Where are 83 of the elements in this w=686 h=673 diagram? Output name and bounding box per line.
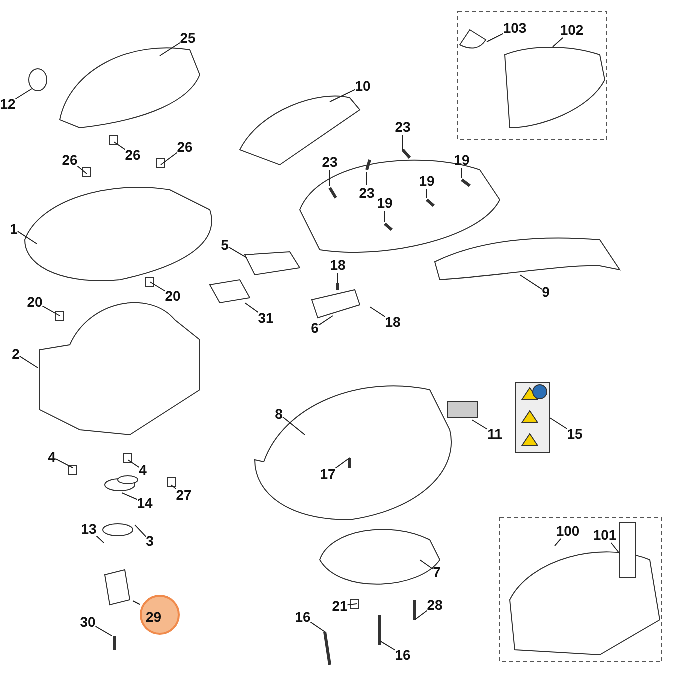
callout-number: 13 [81,521,97,537]
callout-number: 5 [221,237,229,253]
callout-number: 15 [567,426,583,442]
callout-number: 4 [48,449,56,465]
leader-line [95,626,112,636]
callout-number: 103 [503,20,527,36]
leader-line [15,88,32,100]
leader-line [114,142,126,150]
leader-line [554,538,562,546]
callout-number: 20 [27,294,43,310]
callout-number: 10 [355,78,371,94]
callout-number: 25 [180,30,196,46]
leader-line [55,458,74,468]
callout-number: 26 [62,152,78,168]
leader-line [132,600,140,606]
leader-line [420,560,434,570]
callout-number: 3 [146,533,154,549]
callout-number: 17 [320,466,336,482]
callout-number: 11 [488,426,502,442]
leader-line [384,210,386,222]
leader-line [318,316,334,326]
callout-number: 16 [295,609,311,625]
callout-number: 26 [177,139,193,155]
callout-number: 23 [322,154,338,170]
leader-line [366,172,368,186]
callout-number: 8 [275,406,283,422]
leader-line [330,89,356,102]
leader-line [335,458,350,469]
leader-line [552,38,564,48]
callout-number: 100 [556,523,580,539]
leader-line [122,492,138,500]
leader-line [310,622,326,632]
leader-line [282,416,306,436]
callout-number: 21 [332,598,348,614]
callout-number: 18 [330,257,346,273]
leader-line [402,134,404,150]
callout-number: 27 [176,487,192,503]
callout-number: 101 [593,527,617,543]
highlighted-callout-number: 29 [140,595,180,635]
leader-line [160,42,181,56]
leader-line [370,306,386,318]
callout-number: 19 [454,152,470,168]
callout-number: 6 [311,320,319,336]
leader-line [134,524,147,538]
leader-line [77,166,88,174]
callout-number: 18 [385,314,401,330]
leader-line [19,356,38,368]
leader-line [414,610,428,620]
leader-line [96,536,104,544]
callout-number: 7 [433,564,441,580]
leader-line [610,542,620,554]
callout-number: 4 [139,462,147,478]
leader-line [160,152,178,166]
callout-number: 102 [560,22,584,38]
leader-line [150,282,166,292]
callout-number: 28 [427,597,443,613]
leader-line [486,33,504,42]
callout-number: 31 [258,310,274,326]
leader-line [228,246,248,258]
callout-number: 9 [542,284,550,300]
callout-number: 26 [125,147,141,163]
callout-number: 12 [0,96,16,112]
callout-number: 1 [10,221,18,237]
callout-number: 19 [419,173,435,189]
leader-line [128,460,140,468]
callout-number: 14 [137,495,153,511]
callout-number: 16 [395,647,411,663]
leader-line [42,306,60,316]
leader-line [472,420,488,430]
leader-line [520,274,543,290]
callout-number: 19 [377,195,393,211]
callout-number: 2 [12,346,20,362]
callout-number: 30 [80,614,96,630]
leader-line [550,418,568,430]
leader-line [244,302,259,313]
callout-number: 20 [165,288,181,304]
callout-number: 23 [395,119,411,135]
leader-line [347,604,358,606]
callout-number: 23 [359,185,375,201]
leader-line [380,640,396,651]
leader-line [17,231,38,244]
leader-line [170,484,177,490]
leader-line [426,188,428,198]
